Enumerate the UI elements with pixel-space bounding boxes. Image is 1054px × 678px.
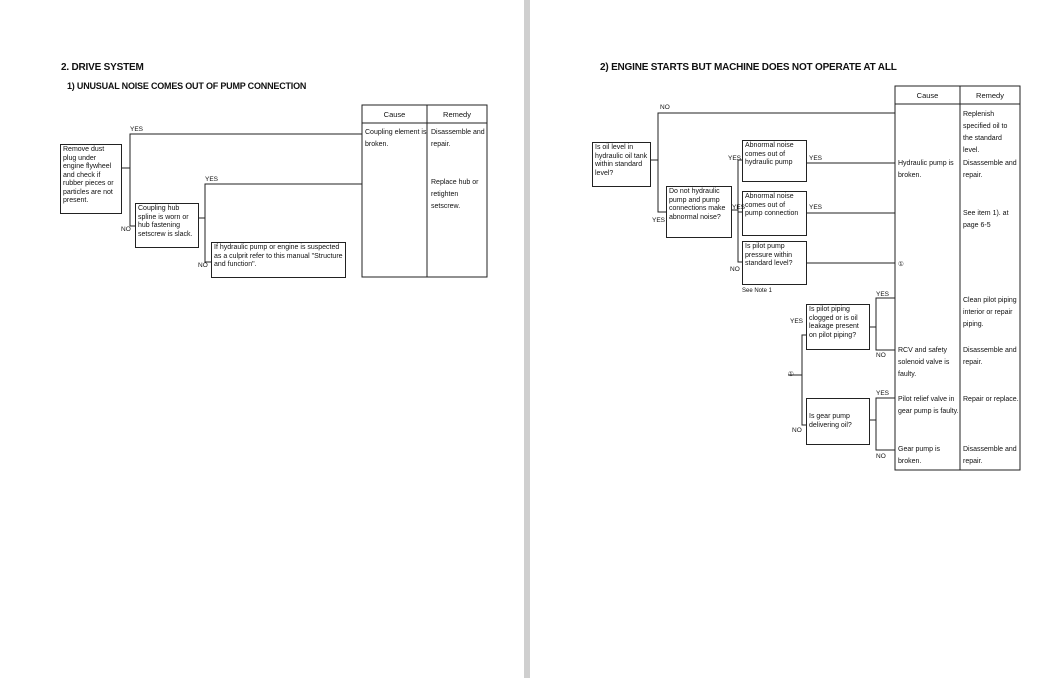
cause-gear-pump: Gear pump is broken. (898, 446, 941, 465)
cause-coupling: Coupling element is broken. (365, 129, 427, 148)
yes-label: YES (876, 390, 890, 397)
yes-label: YES (728, 155, 742, 162)
cause-rcv: RCV and safety solenoid valve is faulty. (898, 347, 950, 378)
abnormal-noise-connection-box: Abnormal noise comes out of pump connect… (742, 191, 807, 236)
yes-label: YES (809, 204, 823, 211)
circle-mark: ① (788, 371, 794, 378)
remedy-disassemble: Disassemble and repair. (963, 160, 1017, 179)
do-not-hydraulic-box: Do not hydraulic pump and pump connectio… (666, 186, 732, 238)
left-page: 2. DRIVE SYSTEM 1) UNUSUAL NOISE COMES O… (0, 0, 524, 678)
yes-label: YES (790, 318, 804, 325)
no-label: NO (660, 104, 670, 111)
hydraulic-pump-box: If hydraulic pump or engine is suspected… (211, 242, 346, 278)
yes-label: YES (876, 291, 890, 298)
cause-hydraulic-pump: Hydraulic pump is broken. (898, 160, 954, 179)
right-table-frame (894, 85, 1021, 471)
remedy-disassemble: Disassemble and repair. (963, 347, 1017, 366)
remedy-see-item: See item 1). at page 6-5 (963, 210, 1009, 229)
coupling-hub-box: Coupling hub spline is worn or hub faste… (135, 203, 199, 248)
remedy-repair-replace: Repair or replace. (963, 396, 1019, 403)
abnormal-noise-pump-box: Abnormal noise comes out of hydraulic pu… (742, 140, 807, 182)
remedy-header: Remedy (443, 110, 471, 119)
yes-label: YES (130, 126, 144, 133)
no-label: NO (121, 226, 131, 233)
circle-mark: ① (898, 261, 904, 268)
yes-label: YES (652, 217, 666, 224)
see-note: See Note 1 (742, 288, 773, 294)
gear-pump-box: Is gear pump delivering oil? (806, 398, 870, 445)
left-flowchart-lines (121, 104, 488, 278)
left-table-frame (361, 104, 488, 278)
no-label: NO (876, 453, 886, 460)
cause-header: Cause (383, 110, 406, 119)
right-flowchart-lines (650, 85, 1021, 471)
no-label: NO (876, 352, 886, 359)
section-title: 2. DRIVE SYSTEM (61, 62, 144, 73)
remedy-replace-hub: Replace hub or retighten setscrew. (431, 179, 479, 210)
section-title: 2) ENGINE STARTS BUT MACHINE DOES NOT OP… (600, 62, 897, 73)
cause-pilot-relief: Pilot relief valve in gear pump is fault… (898, 396, 959, 415)
no-label: NO (730, 266, 740, 273)
page-gutter (524, 0, 530, 678)
pilot-pressure-box: Is pilot pump pressure within standard l… (742, 241, 807, 285)
pilot-piping-box: Is pilot piping clogged or is oil leakag… (806, 304, 870, 350)
remedy-clean-pilot: Clean pilot piping interior or repair pi… (963, 297, 1017, 328)
yes-label: YES (732, 204, 746, 211)
section-subtitle: 1) UNUSUAL NOISE COMES OUT OF PUMP CONNE… (67, 81, 307, 91)
remedy-disassemble: Disassemble and repair. (431, 129, 485, 148)
remedy-disassemble: Disassemble and repair. (963, 446, 1017, 465)
no-label: NO (792, 427, 802, 434)
remedy-replenish: Replenish specified oil to the standard … (963, 111, 1008, 154)
remedy-header: Remedy (976, 91, 1004, 100)
remove-dust-box: Remove dust plug under engine flywheel a… (60, 144, 122, 214)
no-label: NO (198, 262, 208, 269)
oil-level-box: Is oil level in hydraulic oil tank withi… (592, 142, 651, 187)
yes-label: YES (205, 176, 219, 183)
cause-header: Cause (916, 91, 939, 100)
yes-label: YES (809, 155, 823, 162)
right-page: 2) ENGINE STARTS BUT MACHINE DOES NOT OP… (530, 0, 1054, 678)
